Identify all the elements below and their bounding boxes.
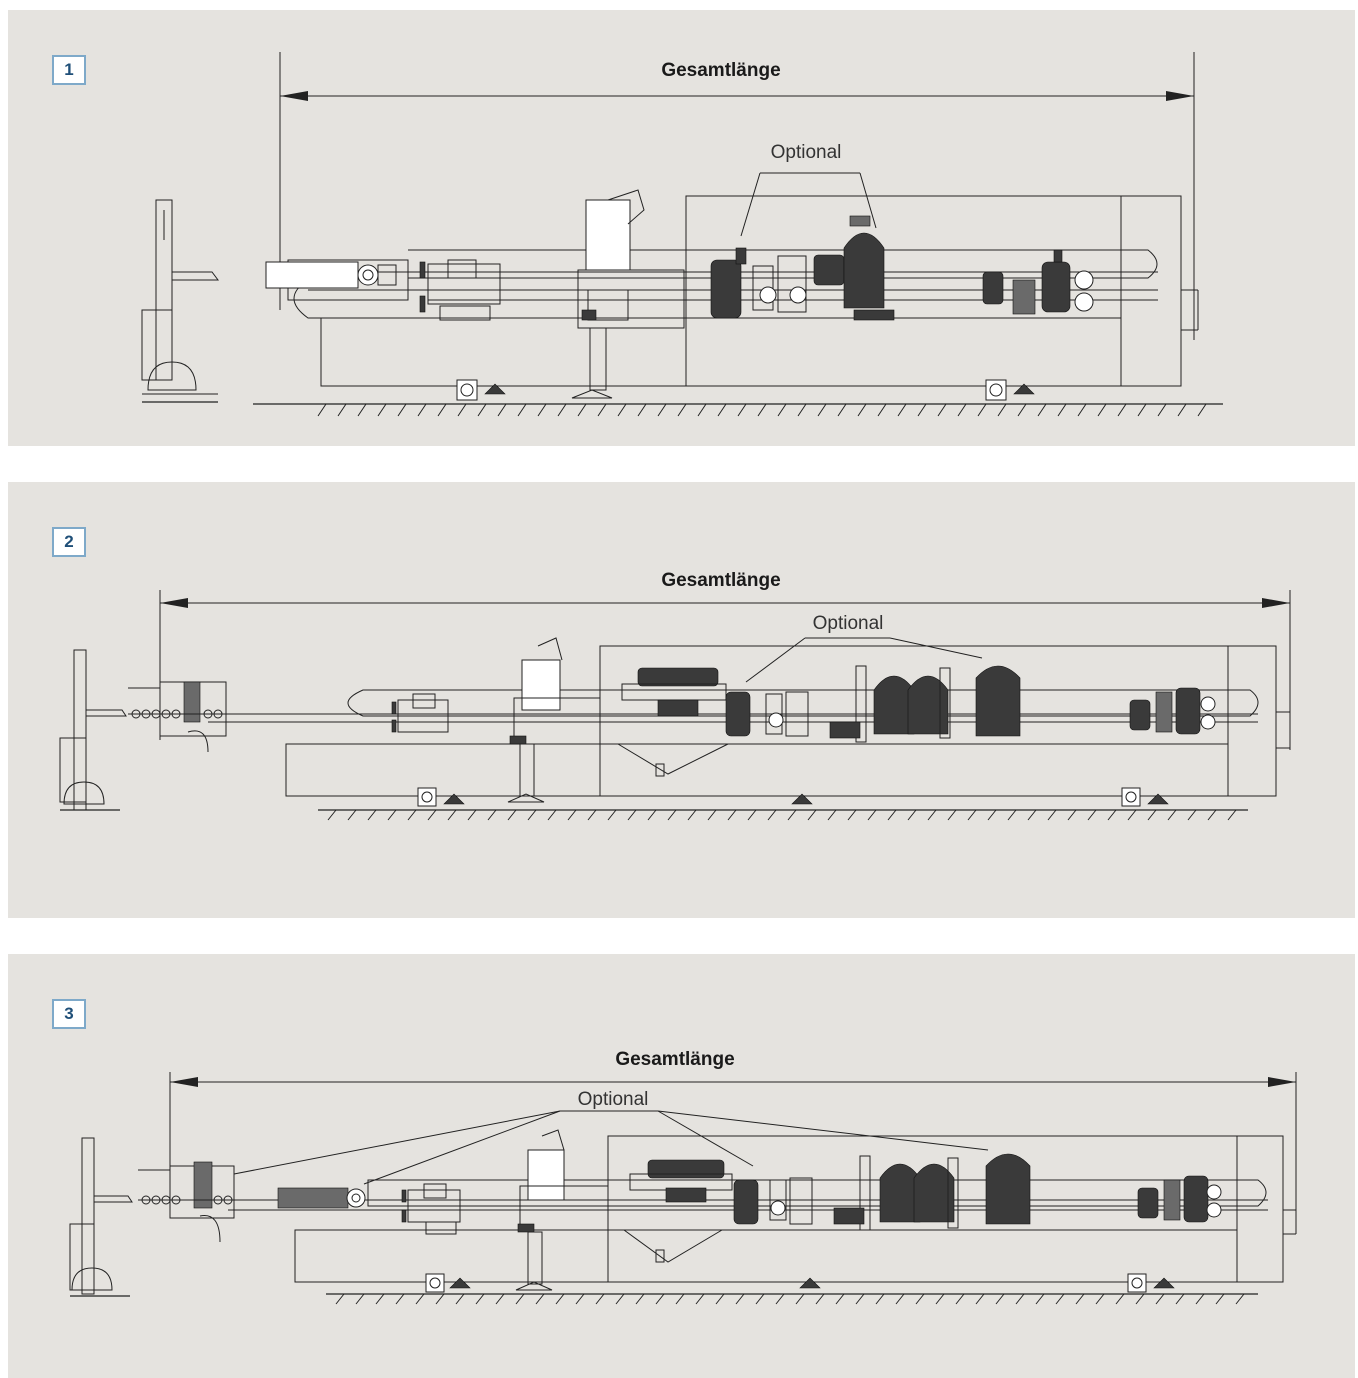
layout-panel-3: 3 Gesamtlänge Optional <box>8 954 1355 1378</box>
entry-roller-table <box>138 1161 235 1243</box>
panel-number-badge: 2 <box>52 527 86 557</box>
machine-feet <box>425 1273 1175 1293</box>
total-length-label: Gesamtlänge <box>661 60 780 81</box>
straightener-unit <box>401 1183 461 1235</box>
ground-line <box>253 403 1223 417</box>
shear-unit <box>515 1129 609 1291</box>
entry-roller-table <box>128 681 227 753</box>
optional-label: Optional <box>813 613 884 634</box>
exit-stands <box>1137 1175 1222 1223</box>
uncoiler-stand <box>59 649 127 811</box>
forming-stands <box>710 215 895 321</box>
forming-stands <box>629 1153 1031 1231</box>
layout-panel-1: 1 Gesamtlänge Optional <box>8 10 1355 446</box>
panel-number-badge: 3 <box>52 999 86 1029</box>
machine-drawing: Gesamtlänge Optional <box>69 1049 1297 1305</box>
ground-line <box>318 809 1248 821</box>
ground-line <box>326 1293 1258 1305</box>
coil-feeder-optional <box>277 1187 366 1209</box>
machine-frame <box>138 1135 1297 1283</box>
machine-drawing: Gesamtlänge Optional <box>141 52 1223 417</box>
optional-leaders <box>745 637 983 683</box>
optional-leaders <box>740 172 877 237</box>
optional-leaders <box>233 1110 989 1185</box>
machine-feet <box>456 379 1035 401</box>
optional-label: Optional <box>578 1089 649 1110</box>
uncoiler-stand <box>141 199 219 403</box>
straightener-unit <box>419 259 501 321</box>
entry-coil-section <box>265 261 397 289</box>
shear-unit <box>507 637 601 803</box>
machine-feet <box>417 787 1169 807</box>
total-length-dimension <box>159 590 1291 750</box>
forming-stands <box>621 665 1021 743</box>
optional-label: Optional <box>771 142 842 163</box>
total-length-label: Gesamtlänge <box>615 1049 734 1070</box>
shear-unit <box>571 189 685 399</box>
layout-panel-2: 2 Gesamtlänge Optional <box>8 482 1355 918</box>
exit-stands <box>1129 687 1216 735</box>
total-length-label: Gesamtlänge <box>661 570 780 591</box>
straightener-unit <box>391 693 449 733</box>
machine-drawing: Gesamtlänge Optional <box>59 570 1291 821</box>
uncoiler-stand <box>69 1137 133 1297</box>
panel-number-badge: 1 <box>52 55 86 85</box>
exit-stands <box>982 249 1094 315</box>
